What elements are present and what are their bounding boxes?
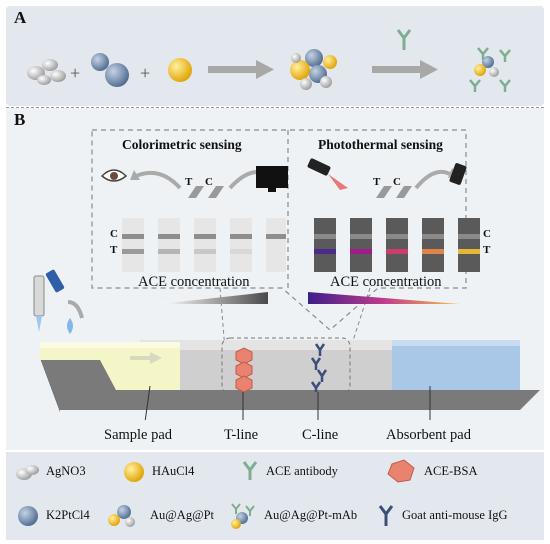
antibody-icon <box>396 29 412 50</box>
photo-c-line-mark <box>422 234 444 239</box>
colorimetric-gradient <box>160 292 268 304</box>
photothermal-icons <box>307 158 467 198</box>
synthesis-diagram: + + <box>27 29 511 92</box>
k2ptcl4-icon <box>18 506 38 526</box>
legend-goat-igg: Goat anti-mouse IgG <box>402 508 508 522</box>
photo-strip-t-label: T <box>483 244 491 256</box>
c-line-mark <box>230 234 252 239</box>
droplet-icon <box>67 318 73 334</box>
au-ag-pt-mab-icon <box>231 503 255 529</box>
strip-c-icon <box>208 186 224 198</box>
colorimetric-t-label: T <box>185 176 193 188</box>
eye-icon <box>100 169 128 182</box>
photo-t-line-mark <box>314 249 336 254</box>
gold-particle-icon <box>168 58 192 82</box>
legend-ace-bsa: ACE-BSA <box>424 464 478 478</box>
legend-ace-antibody: ACE antibody <box>266 464 338 478</box>
sample-pad-label: Sample pad <box>104 427 173 443</box>
laser-icon <box>307 158 348 190</box>
panel-separator <box>6 107 544 108</box>
pipette-icon <box>33 269 84 334</box>
c-line-mark <box>266 234 286 239</box>
absorbent-pad-label: Absorbent pad <box>386 427 471 443</box>
c-line-mark <box>158 234 180 239</box>
legend-icons <box>16 459 415 529</box>
silver-particles-icon <box>27 59 66 85</box>
photothermal-strips <box>314 218 480 272</box>
t-line-mark <box>230 249 252 254</box>
c-line-mark <box>122 234 144 239</box>
strip-c-label: C <box>110 228 118 240</box>
t-line-mark <box>158 249 180 254</box>
photothermal-gradient <box>308 292 460 304</box>
goat-igg-icon <box>378 505 394 526</box>
agno3-icon <box>16 465 39 480</box>
photothermal-c-label: C <box>393 176 401 188</box>
colorimetric-icons <box>100 166 288 198</box>
au-ag-pt-mab-icon <box>469 47 511 92</box>
legend-k2ptcl4: K2PtCl4 <box>46 508 90 522</box>
phone-icon <box>449 163 467 185</box>
photothermal-t-label: T <box>373 176 381 188</box>
colorimetric-title: Colorimetric sensing <box>122 137 242 152</box>
au-ag-pt-icon <box>108 505 135 527</box>
photothermal-title: Photothermal sensing <box>318 137 443 152</box>
c-line-label: C-line <box>302 427 339 443</box>
strip-t-icon <box>188 186 204 198</box>
t-line-label: T-line <box>224 427 259 443</box>
photo-c-line-mark <box>386 234 408 239</box>
panel-b-label: B <box>14 110 26 129</box>
legend-au-ag-pt-mab: Au@Ag@Pt-mAb <box>264 508 358 522</box>
photo-t-line-mark <box>386 249 408 254</box>
svg-text:+: + <box>140 63 150 83</box>
legend-background <box>6 452 544 540</box>
strip-t-icon <box>376 186 392 198</box>
arrow-icon <box>372 60 438 79</box>
svg-text:+: + <box>70 63 80 83</box>
ace-antibody-icon <box>242 461 258 480</box>
t-line-mark <box>122 249 144 254</box>
photo-t-line-mark <box>458 249 480 254</box>
photothermal-axis-label: ACE concentration <box>330 274 442 290</box>
haucl4-icon <box>124 462 144 482</box>
colorimetric-strips <box>122 218 286 272</box>
strip-c-icon <box>396 186 412 198</box>
arrow-icon <box>208 60 274 79</box>
photo-c-line-mark <box>350 234 372 239</box>
c-line-igg-icon <box>310 343 328 392</box>
strip-t-label: T <box>110 244 118 256</box>
photo-t-line-mark <box>422 249 444 254</box>
photo-t-line-mark <box>350 249 372 254</box>
platinum-particles-icon <box>91 53 129 87</box>
t-line-mark <box>194 249 216 254</box>
photo-strip-c-label: C <box>483 228 491 240</box>
photo-c-line-mark <box>458 234 480 239</box>
colorimetric-c-label: C <box>205 176 213 188</box>
legend-haucl4: HAuCl4 <box>152 464 195 478</box>
lateral-flow-strip <box>40 337 540 420</box>
legend-au-ag-pt: Au@Ag@Pt <box>150 508 215 522</box>
c-line-mark <box>194 234 216 239</box>
ace-bsa-icon <box>387 459 415 483</box>
monitor-icon <box>256 166 288 192</box>
colorimetric-axis-label: ACE concentration <box>138 274 250 290</box>
panel-a-label: A <box>14 8 27 27</box>
au-ag-pt-nanoparticle-icon <box>290 49 337 90</box>
photo-c-line-mark <box>314 234 336 239</box>
t-line-ace-bsa-icon <box>235 347 253 393</box>
legend-agno3: AgNO3 <box>46 464 86 478</box>
